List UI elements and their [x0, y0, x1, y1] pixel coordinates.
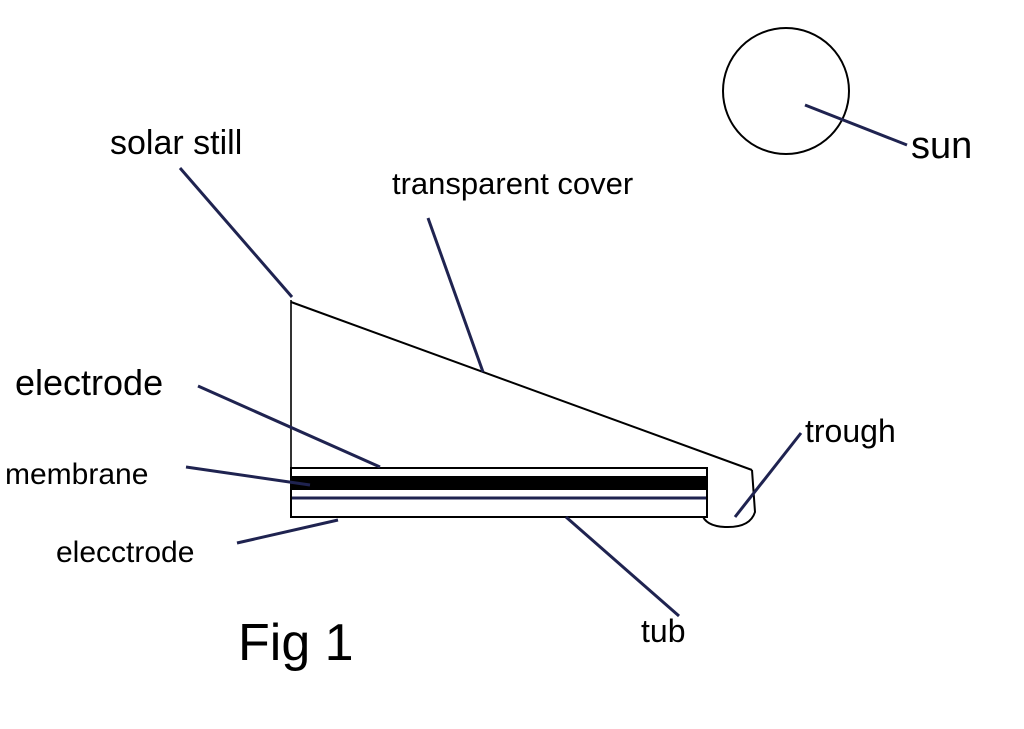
- membrane-leader: [185, 465, 311, 487]
- solar-still-label: solar still: [110, 124, 242, 162]
- electrode-bottom-label: elecctrode: [56, 536, 194, 569]
- electrode-top-band: [292, 476, 706, 490]
- sun-leader: [804, 103, 908, 147]
- electrode-bottom-leader: [236, 518, 339, 545]
- electrode-top-leader: [197, 384, 381, 469]
- sun-circle: [722, 27, 850, 155]
- figure-caption: Fig 1: [238, 614, 354, 672]
- trough-leader: [733, 432, 803, 518]
- trough-shape: [701, 469, 757, 529]
- tub-label: tub: [641, 613, 685, 649]
- tub-box: [290, 467, 708, 518]
- transparent-cover-line: [290, 301, 753, 471]
- tub-leader: [565, 515, 680, 618]
- transparent-cover-label: transparent cover: [392, 166, 633, 201]
- solar-still-leader: [178, 167, 294, 298]
- sun-label: sun: [911, 125, 972, 167]
- electrode-top-label: electrode: [15, 362, 163, 403]
- transparent-cover-leader: [426, 217, 485, 373]
- trough-label: trough: [805, 413, 896, 449]
- membrane-label: membrane: [5, 458, 148, 491]
